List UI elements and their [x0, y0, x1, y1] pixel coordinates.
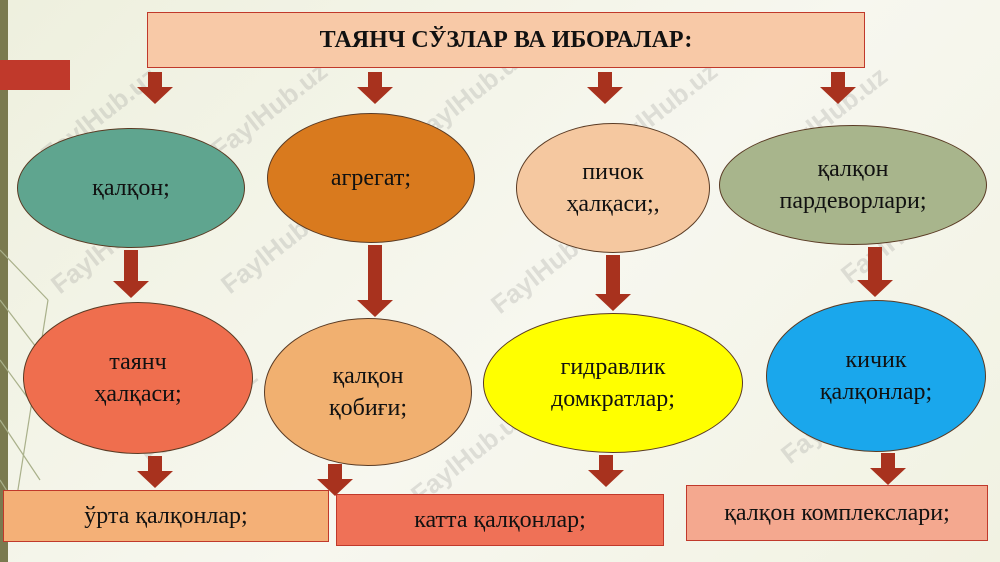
node-pichok-halkasi: пичок ҳалқаси;, [516, 123, 710, 253]
node-kalkon-kobigi: қалқон қобиғи; [264, 318, 472, 466]
node-kalkon-pardevorlari: қалқон пардеворлари; [719, 125, 987, 245]
arrow-down [595, 255, 631, 311]
arrow-down [588, 455, 624, 487]
node-agregat: агрегат; [267, 113, 475, 243]
arrow-down [137, 72, 173, 104]
arrow-down [113, 250, 149, 298]
node-kalkon: қалқон; [17, 128, 245, 248]
left-red-tab [0, 60, 70, 90]
arrow-down [137, 456, 173, 488]
arrow-down [820, 72, 856, 104]
arrow-down [357, 245, 393, 317]
arrow-down [857, 247, 893, 297]
box-katta-kalkonlar: катта қалқонлар; [336, 494, 664, 546]
node-gidravlik-domkratlar: гидравлик домкратлар; [483, 313, 743, 453]
arrow-down [587, 72, 623, 104]
box-orta-kalkonlar: ўрта қалқонлар; [3, 490, 329, 542]
box-kalkon-komplekslari: қалқон комплекслари; [686, 485, 988, 541]
arrow-down [357, 72, 393, 104]
left-accent-bar [0, 0, 8, 562]
arrow-down [870, 453, 906, 485]
node-tayanch-halkasi: таянч ҳалқаси; [23, 302, 253, 454]
node-kichik-kalkonlar: кичик қалқонлар; [766, 300, 986, 452]
diagram-title: ТАЯНЧ СЎЗЛАР ВА ИБОРАЛАР: [147, 12, 865, 68]
